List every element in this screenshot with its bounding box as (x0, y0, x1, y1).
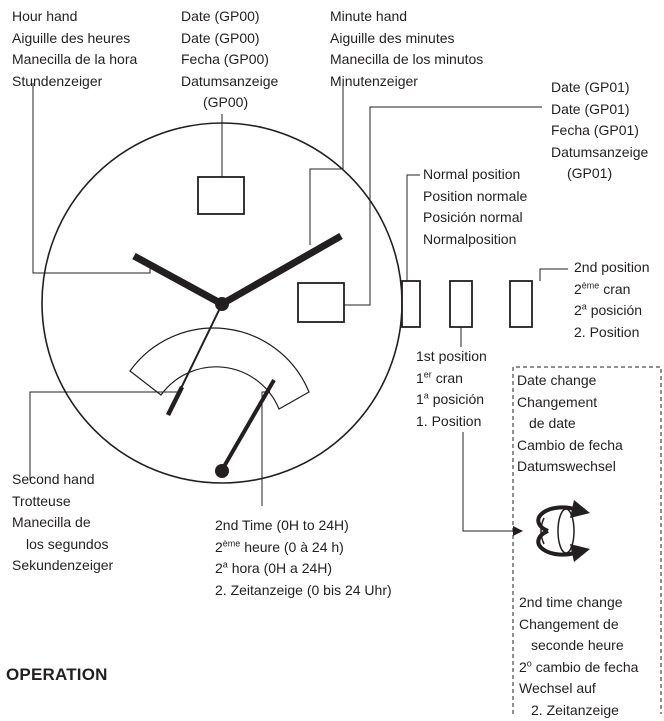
second-hand-tail (165, 385, 185, 417)
crown-second-position (509, 280, 533, 328)
date-gp01-label: Date (GP01) Date (GP01) Fecha (GP01) Dat… (551, 79, 649, 181)
second-time-hand-tip (261, 379, 275, 401)
center-pin (215, 297, 229, 311)
crown-normal-position (401, 280, 421, 328)
second-time-change-label: 2nd time change Changement de seconde he… (519, 594, 639, 718)
crown-rotate-icon (536, 500, 590, 562)
normal-position-label: Normal position Position normale Posició… (423, 166, 528, 247)
second-hand-label: Second hand Trotteuse Manecilla de los s… (12, 471, 114, 573)
minute-hand (220, 232, 343, 308)
second-position-label: 2nd position 2ème cran 2a posición 2. Po… (574, 259, 650, 340)
date-window-gp01 (297, 282, 345, 323)
second-time-label: 2nd Time (0H to 24H) 2ème heure (0 à 24 … (215, 517, 392, 598)
date-window-gp00 (197, 176, 245, 215)
crown-first-position (449, 280, 473, 328)
second-time-subdial (129, 327, 310, 410)
first-position-label: 1st position 1er cran 1a posición 1. Pos… (416, 348, 487, 429)
dashed-box (512, 366, 662, 714)
hour-hand-label: Hour hand Aiguille des heures Manecilla … (12, 8, 138, 89)
leader-lines (29, 83, 568, 532)
second-time-pivot (215, 464, 229, 478)
minute-hand-label: Minute hand Aiguille des minutes Manecil… (330, 8, 484, 89)
date-change-label: Date change Changement de date Cambio de… (517, 372, 623, 474)
operation-heading: OPERATION (6, 665, 108, 684)
arrow-head (513, 526, 523, 536)
date-gp00-label: Date (GP00) Date (GP00) Fecha (GP00) Dat… (181, 8, 279, 110)
hour-hand (132, 252, 224, 308)
